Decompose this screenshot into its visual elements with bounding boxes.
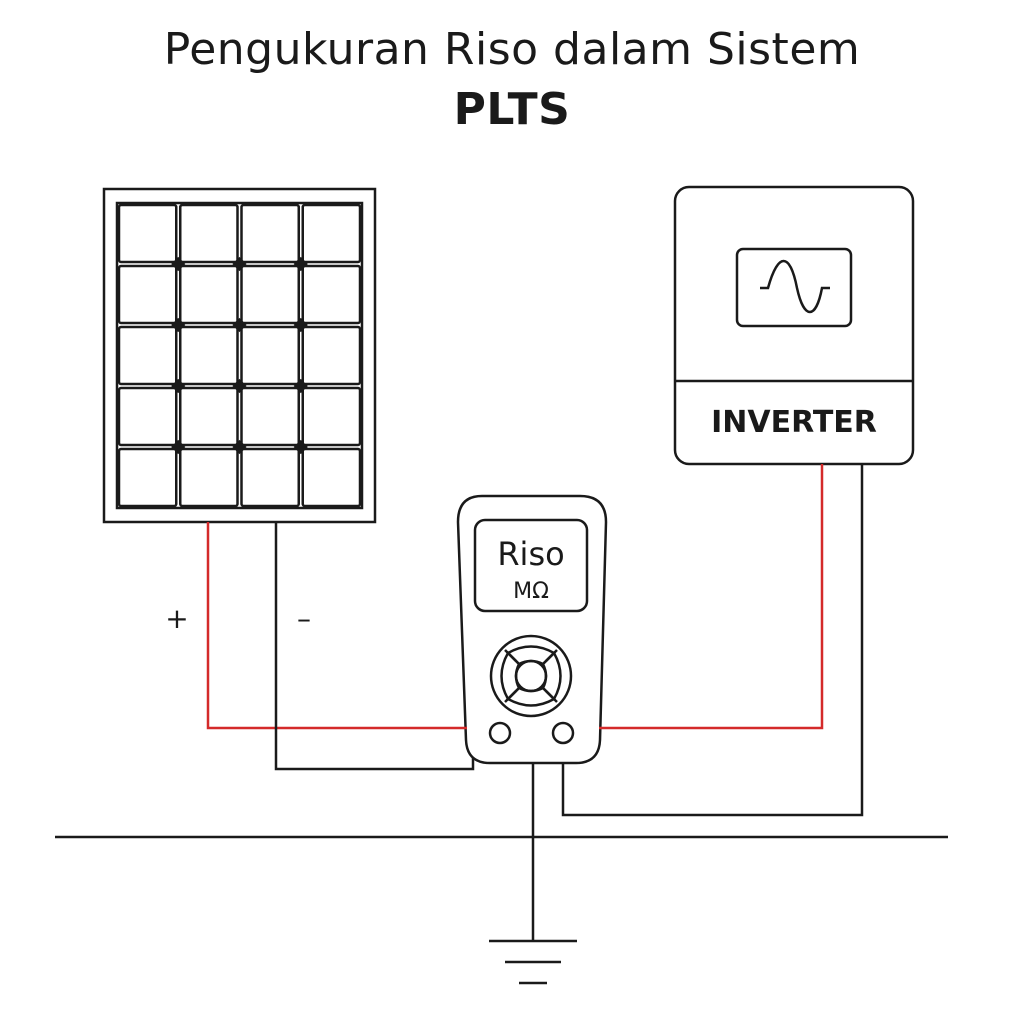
- meter-display-unit: MΩ: [513, 579, 549, 604]
- meter-terminal-right: [551, 721, 575, 745]
- inverter-body: [673, 185, 915, 466]
- cell-junction-dot: [293, 317, 308, 333]
- solar-panel: [102, 187, 377, 524]
- solar-cell: [301, 386, 362, 447]
- title-line-1: Pengukuran Riso dalam Sistem: [163, 24, 861, 75]
- dpad-center-button[interactable]: [514, 659, 548, 693]
- solar-cell: [240, 325, 300, 386]
- dpad-right-button[interactable]: [541, 650, 562, 702]
- meter-body: [456, 494, 608, 765]
- solar-cell: [240, 447, 300, 508]
- solar-cell: [179, 264, 239, 325]
- title-line-2: PLTS: [453, 84, 571, 135]
- cell-junction-dot: [171, 256, 186, 272]
- meter-terminal-left: [488, 721, 512, 745]
- diagram-title: Pengukuran Riso dalam Sistem PLTS: [62, 20, 962, 140]
- solar-cell: [179, 203, 239, 264]
- cell-junction-dot: [232, 256, 247, 272]
- cell-junction-dot: [293, 378, 308, 394]
- cell-junction-dot: [293, 439, 308, 455]
- solar-cell: [301, 203, 362, 264]
- meter-display-main: Riso: [497, 535, 564, 573]
- earth-ground-icon: [489, 939, 577, 985]
- solar-cell: [117, 447, 178, 508]
- solar-panel-inner-frame: [115, 201, 364, 510]
- panel-positive-wire: [206, 522, 467, 730]
- solar-cell: [179, 386, 239, 447]
- dpad-outer-ring: [489, 634, 573, 718]
- solar-cell: [117, 325, 178, 386]
- polarity-minus-label: –: [297, 602, 311, 635]
- solar-cells-grid: [117, 203, 362, 508]
- meter-dpad[interactable]: [489, 634, 573, 718]
- inverter-negative-wire: [561, 464, 864, 817]
- cell-junction-dot: [232, 439, 247, 455]
- solar-cell: [240, 264, 300, 325]
- solar-cell: [301, 264, 362, 325]
- cell-junction-dot: [171, 378, 186, 394]
- cell-junction-dot: [293, 256, 308, 272]
- inverter-positive-wire: [599, 464, 824, 730]
- solar-cell: [240, 203, 300, 264]
- solar-cell: [179, 447, 239, 508]
- solar-cell: [240, 386, 300, 447]
- sine-wave-icon: [760, 259, 830, 313]
- solar-cell: [179, 325, 239, 386]
- cell-junction-dot: [232, 378, 247, 394]
- cell-junction-dot: [171, 317, 186, 333]
- inverter-display: [735, 247, 853, 328]
- solar-cell: [301, 447, 362, 508]
- panel-negative-wire: [274, 522, 475, 771]
- meter-display: [473, 518, 589, 613]
- solar-cell-junctions: [171, 256, 308, 455]
- solar-cell: [117, 386, 178, 447]
- dpad-left-button[interactable]: [500, 650, 521, 702]
- solar-cell: [301, 325, 362, 386]
- cell-junction-dot: [232, 317, 247, 333]
- solar-cell: [117, 203, 178, 264]
- insulation-meter: Riso MΩ: [456, 494, 608, 765]
- polarity-plus-label: +: [165, 602, 188, 635]
- solar-panel-frame: [102, 187, 377, 524]
- inverter-label: INVERTER: [711, 405, 877, 440]
- cell-junction-dot: [171, 439, 186, 455]
- solar-cell: [117, 264, 178, 325]
- inverter: INVERTER: [673, 185, 915, 466]
